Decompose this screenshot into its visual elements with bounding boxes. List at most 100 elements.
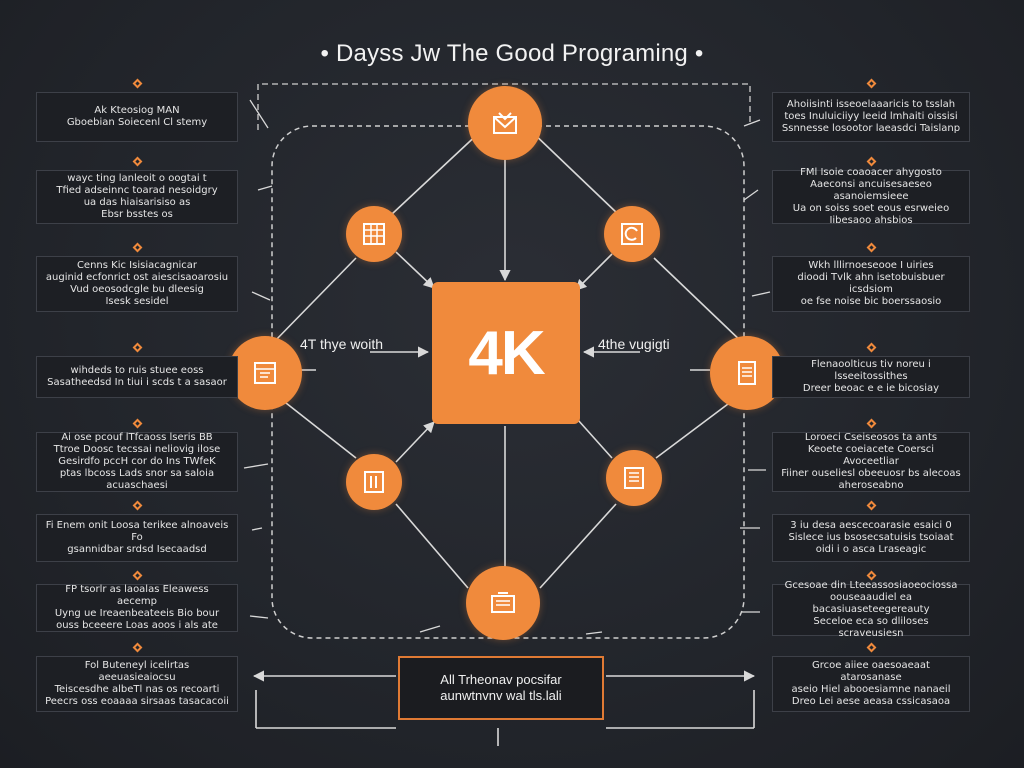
note-line: Grcoe aiiee oaesoaeaat atarosanase <box>812 660 930 683</box>
calendar-icon <box>254 362 276 384</box>
note-line: Ssnnesse losootor laeasdci Taislanp <box>781 123 961 134</box>
right-note-4: Flenaoolticus tiv noreu i lsseeitossithe… <box>772 356 970 398</box>
note-line: wihdeds to ruis stuee eoss <box>70 365 204 376</box>
refresh-icon <box>621 223 643 245</box>
calendar-node <box>228 336 302 410</box>
note-line: auginid ecfonrict ost aiescisaoarosiu <box>45 272 229 283</box>
bottom-box-line1: All Trheonav pocsifar <box>440 672 562 687</box>
note-line: Vud oeosodcgle bu dleesig <box>70 284 204 295</box>
note-line: oouseaaudiel ea bacasiuaseteegereauty <box>812 592 930 615</box>
note-line: dioodi Tvlk ahn isetobuisbuer icsdsiom <box>797 272 945 295</box>
note-line: Ebsr bsstes os <box>101 209 173 220</box>
note-line: Sasatheedsd In tiui i scds t a sasaor <box>47 377 227 388</box>
list-node <box>606 450 662 506</box>
book-node <box>346 454 402 510</box>
note-line: ptas lbcoss Lads snor sa saloia <box>59 468 215 479</box>
note-line: Uyng ue Ireaenbeateeis Bio bour <box>54 608 220 619</box>
calendar-grid-node <box>346 206 402 262</box>
envelope-node <box>468 86 542 160</box>
note-line: Teiscesdhe albeTl nas os recoarti <box>54 684 220 695</box>
list-icon <box>624 467 644 489</box>
note-line: wayc ting lanleoit o oogtai t <box>67 173 207 184</box>
right-note-text: Flenaoolticus tiv noreu i lsseeitossithe… <box>781 359 961 395</box>
note-line: Dreer beoac e e ie bicosiay <box>802 383 940 394</box>
bottom-box-line2: aunwtnvnv wal tls.lali <box>440 688 562 703</box>
note-line: aheroseabno <box>838 480 904 491</box>
note-line: Isesk sesidel <box>105 296 169 307</box>
refresh-node <box>604 206 660 262</box>
note-line: Keoete coeiacete Coersci Avoceetliar <box>807 444 935 467</box>
note-line: Ua on soiss soet eous esrweieo <box>792 203 950 214</box>
note-line: Seceloe eca so dliloses scraveusiesn <box>813 616 929 639</box>
note-line: Tfied adseinnc toarad nesoidgry <box>56 185 218 196</box>
note-line: toes Inuluiciiyy leeid lmhaiti oissisi <box>784 111 958 122</box>
note-line: gsannidbar srdsd Isecaadsd <box>67 544 207 555</box>
note-line: Dreo Lei aese aeasa cssicasaoa <box>791 696 951 707</box>
note-line: Ak Kteosiog MAN <box>94 105 180 116</box>
document-icon <box>738 361 756 385</box>
bottom-summary-box: All Trheonav pocsifar aunwtnvnv wal tls.… <box>398 656 604 720</box>
note-line: FMl Isoie coaoacer ahygosto <box>800 167 942 178</box>
calendar-grid-icon <box>363 223 385 245</box>
note-line: Cenns Kic Isisiacagnicar <box>76 260 198 271</box>
note-line: 3 iu desa aescecoarasie esaici 0 <box>790 520 952 531</box>
top-bracket <box>257 83 751 130</box>
center-4k-block: 4K <box>432 282 580 424</box>
note-line: Gesirdfo pccH cor do Ins TWfeK <box>58 456 216 467</box>
note-line: Loroeci Cseiseosos ta ants <box>804 432 938 443</box>
folder-icon <box>491 592 515 613</box>
note-line: Iibesaoo ahsbios <box>829 215 913 226</box>
note-ticks <box>243 99 771 635</box>
note-line: aseio Hiel abooesiamne nanaeil <box>791 684 951 695</box>
note-line: ouss bceeere Loas aoos i als ate <box>56 620 218 631</box>
note-line: Flenaoolticus tiv noreu i lsseeitossithe… <box>811 359 931 382</box>
note-line: Gcesoae din Lteeassosiaoeociossa <box>784 580 958 591</box>
note-line: Aaeconsi ancuisesaeseo asanoiemsieee <box>810 179 932 202</box>
note-line: ua das hiaisarisiso as <box>83 197 191 208</box>
note-line: Ahoiisinti isseoelaaaricis to tsslah <box>786 99 956 110</box>
note-line: oidi i o asca Lraseagic <box>815 544 927 555</box>
note-line: Wkh lllirnoeseooe I uiries <box>808 260 934 271</box>
note-line: Gboebian Soiecenl Cl stemy <box>66 117 208 128</box>
folder-node <box>466 566 540 640</box>
left-side-label: 4T thye woith <box>300 336 384 352</box>
envelope-icon <box>493 112 517 134</box>
right-side-label: 4the vugigti <box>598 336 670 352</box>
note-line: Fol Buteneyl icelirtas aeeuasieaiocsu <box>84 660 190 683</box>
note-line: Ttroe Doosc tecssai neliovig ilose <box>53 444 221 455</box>
note-line: Sislece ius bsosecsatuisis tsoiaat <box>788 532 954 543</box>
note-line: Fi Enem onit Loosa terikee alnoaveis Fo <box>45 520 229 543</box>
book-icon <box>364 471 384 493</box>
diagram-title: • Dayss Jw The Good Programing • <box>320 40 704 67</box>
note-line: Ai ose pcouf lTfcaoss lseris BB <box>61 432 213 443</box>
